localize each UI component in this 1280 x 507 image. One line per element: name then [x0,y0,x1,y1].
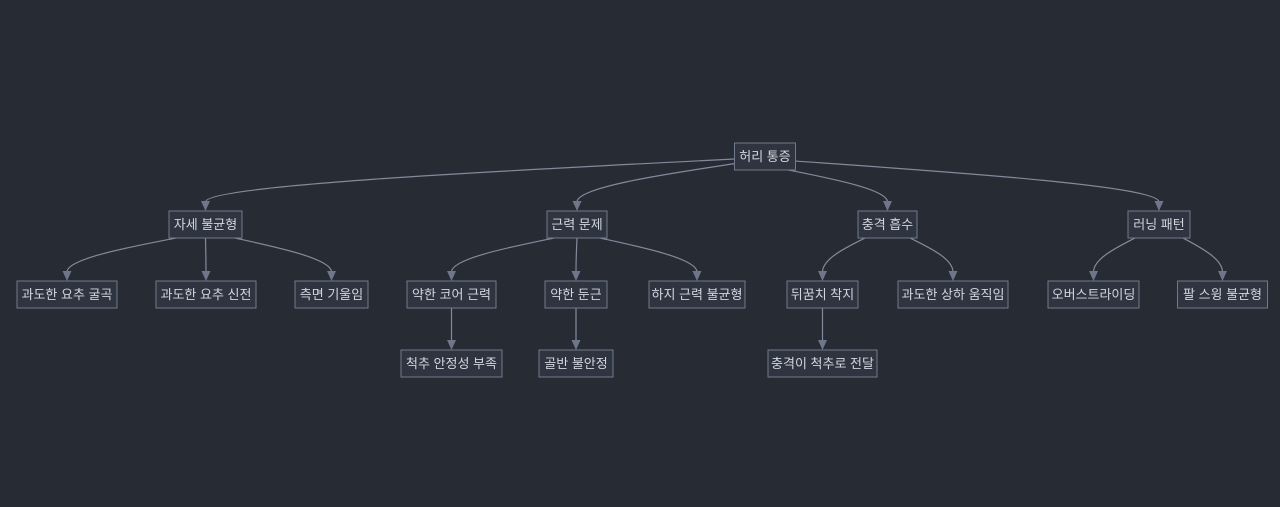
node-weak-core-strength: 약한 코어 근력 [406,280,497,309]
node-heel-strike: 뒤꿈치 착지 [786,280,859,309]
node-box [155,280,257,309]
node-label: 하지 근력 불균형 [652,287,743,302]
node-box [857,210,918,239]
node-box [767,349,878,378]
edge-shock-absorption-to-heel-strike [821,237,866,273]
arrow-down-icon [692,271,702,281]
node-weak-glutes: 약한 둔근 [544,280,608,309]
arrow-down-icon [327,271,336,281]
node-box [1177,280,1268,309]
edge-back-pain-to-shock-absorption [788,169,889,203]
node-label: 약한 코어 근력 [412,287,491,302]
node-pelvic-instability: 골반 불안정 [538,349,614,378]
arrow-down-icon [447,340,456,350]
node-overstriding: 오버스트라이딩 [1047,280,1140,309]
arrow-down-icon [201,271,211,281]
edge-muscle-strength-problem-to-weak-glutes [575,237,578,273]
node-box [546,210,608,239]
node-box [648,280,746,309]
arrow-down-icon [883,201,892,211]
node-label: 근력 문제 [551,217,602,232]
node-running-pattern: 러닝 패턴 [1127,210,1191,239]
node-box [1047,280,1140,309]
edge-shock-absorption-to-excessive-vertical-movement [909,237,954,273]
arrow-down-icon [1218,271,1227,281]
arrow-down-icon [572,201,582,211]
edge-back-pain-to-running-pattern [795,160,1160,203]
edge-running-pattern-to-arm-swing-imbalance [1182,237,1224,273]
node-box [1127,210,1191,239]
node-box [294,280,369,309]
arrow-down-icon [201,201,210,211]
node-label: 오버스트라이딩 [1052,287,1136,302]
node-box [897,280,1009,309]
node-spinal-stability-lack: 척추 안정성 부족 [400,349,503,378]
edge-posture-imbalance-to-excessive-lumbar-flexion [66,237,177,273]
node-label: 과도한 상하 움직임 [902,287,1005,302]
arrow-down-icon [571,271,581,281]
node-label: 약한 둔근 [550,287,601,302]
node-lower-limb-strength-imbalance: 하지 근력 불균형 [648,280,746,309]
node-label: 과도한 요추 굴곡 [22,287,113,302]
arrow-down-icon [818,271,827,281]
node-box [734,142,796,171]
edge-muscle-strength-problem-to-weak-core-strength [450,237,555,273]
node-excessive-vertical-movement: 과도한 상하 움직임 [897,280,1009,309]
node-label: 팔 스윙 불균형 [1183,287,1262,302]
arrow-down-icon [62,271,72,281]
arrow-down-icon [818,340,827,350]
node-excessive-lumbar-flexion: 과도한 요추 굴곡 [16,280,118,309]
node-label: 골반 불안정 [544,356,607,371]
edge-posture-imbalance-to-lateral-tilt [234,237,333,273]
arrow-down-icon [571,340,581,350]
node-posture-imbalance: 자세 불균형 [168,210,243,239]
arrow-down-icon [1154,201,1164,211]
edge-posture-imbalance-to-excessive-lumbar-extension [204,237,207,273]
node-box [16,280,118,309]
edge-back-pain-to-posture-imbalance [204,158,735,203]
node-back-pain: 허리 통증 [734,142,796,171]
node-box [786,280,859,309]
node-box [400,349,503,378]
node-box [544,280,608,309]
node-label: 충격이 척추로 전달 [771,356,874,371]
arrow-down-icon [948,271,958,281]
node-excessive-lumbar-extension: 과도한 요추 신전 [155,280,257,309]
node-impact-to-spine: 충격이 척추로 전달 [767,349,878,378]
node-label: 측면 기울임 [300,287,363,302]
edge-muscle-strength-problem-to-lower-limb-strength-imbalance [599,237,698,273]
edge-running-pattern-to-overstriding [1092,237,1136,273]
node-label: 자세 불균형 [174,217,237,232]
node-label: 허리 통증 [739,149,790,164]
node-box [168,210,243,239]
arrow-down-icon [1089,271,1098,281]
node-label: 척추 안정성 부족 [406,356,497,371]
node-box [538,349,614,378]
node-shock-absorption: 충격 흡수 [857,210,918,239]
node-muscle-strength-problem: 근력 문제 [546,210,608,239]
edge-back-pain-to-muscle-strength-problem [576,163,735,203]
node-lateral-tilt: 측면 기울임 [294,280,369,309]
node-label: 충격 흡수 [862,217,913,232]
node-label: 러닝 패턴 [1133,217,1184,232]
node-label: 뒤꿈치 착지 [791,287,854,302]
arrow-down-icon [447,271,456,281]
node-label: 과도한 요추 신전 [161,287,252,302]
node-arm-swing-imbalance: 팔 스윙 불균형 [1177,280,1268,309]
node-box [406,280,497,309]
